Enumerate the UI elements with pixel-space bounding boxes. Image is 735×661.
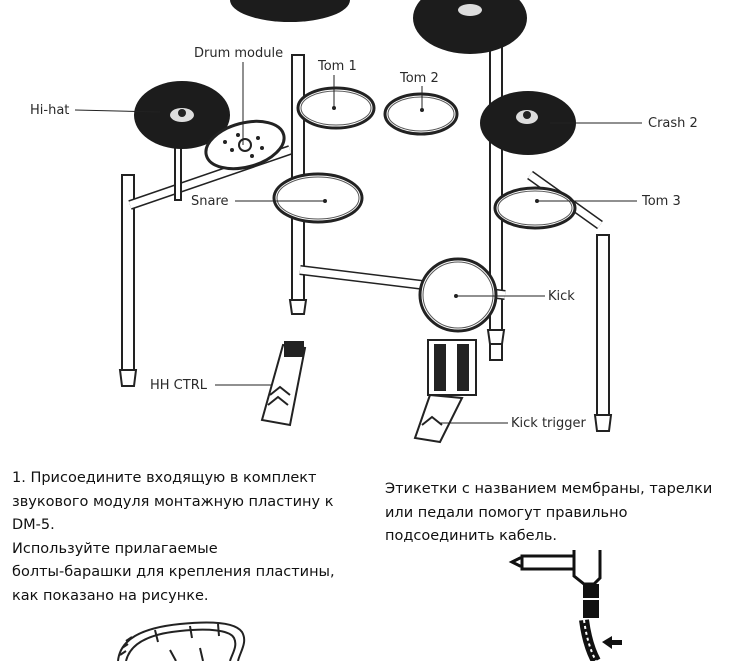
step1-line: 1. Присоедините входящую в комплект <box>12 470 317 486</box>
snare-pad <box>272 172 364 224</box>
crash1-cymbal <box>230 0 350 22</box>
hihat-cymbal <box>134 81 230 201</box>
label-tom1: Tom 1 <box>318 59 357 74</box>
label-crash2: Crash 2 <box>648 116 698 131</box>
label-kick: Kick <box>548 289 575 304</box>
right-leg <box>593 234 613 432</box>
label-tom3: Tom 3 <box>642 194 681 209</box>
tom2-pad <box>383 92 459 136</box>
hihat-pedal <box>260 341 307 427</box>
cable-note-line: подсоединить кабель. <box>385 528 558 544</box>
ride-cymbal <box>413 0 527 54</box>
cable-label-note: Этикетки с названием мембраны, тарелки и… <box>385 478 712 549</box>
kick-pad <box>418 257 498 333</box>
drum-kit-diagram <box>74 0 642 444</box>
tom3-pad <box>493 186 577 230</box>
cable-note-line: или педали помогут правильно <box>385 504 628 521</box>
step1-line: звукового модуля монтажную пластину к <box>12 493 334 510</box>
label-snare: Snare <box>191 194 229 209</box>
step1-line: Используйте прилагаемые <box>12 540 218 557</box>
arrow-icon <box>602 636 622 649</box>
step1-line: DM-5. <box>12 517 55 533</box>
crash2-cymbal <box>480 91 576 155</box>
step1-line: болты-барашки для крепления пластины, <box>12 564 335 580</box>
label-kick-trigger: Kick trigger <box>511 416 586 431</box>
label-drum-module: Drum module <box>194 46 284 61</box>
cable-jack-icon <box>508 550 622 661</box>
label-hh-ctrl: HH CTRL <box>150 378 207 393</box>
label-hihat: Hi-hat <box>30 103 70 118</box>
step1-line: как показано на рисунке. <box>12 587 209 604</box>
label-tom2: Tom 2 <box>400 71 439 86</box>
mounting-plate-illustration <box>117 621 246 661</box>
cable-note-line: Этикетки с названием мембраны, тарелки <box>385 481 713 497</box>
step1-instructions: 1. Присоедините входящую в комплект звук… <box>12 467 335 608</box>
drum-module <box>204 119 286 171</box>
left-leg <box>118 174 138 387</box>
kick-pedal <box>413 339 477 444</box>
